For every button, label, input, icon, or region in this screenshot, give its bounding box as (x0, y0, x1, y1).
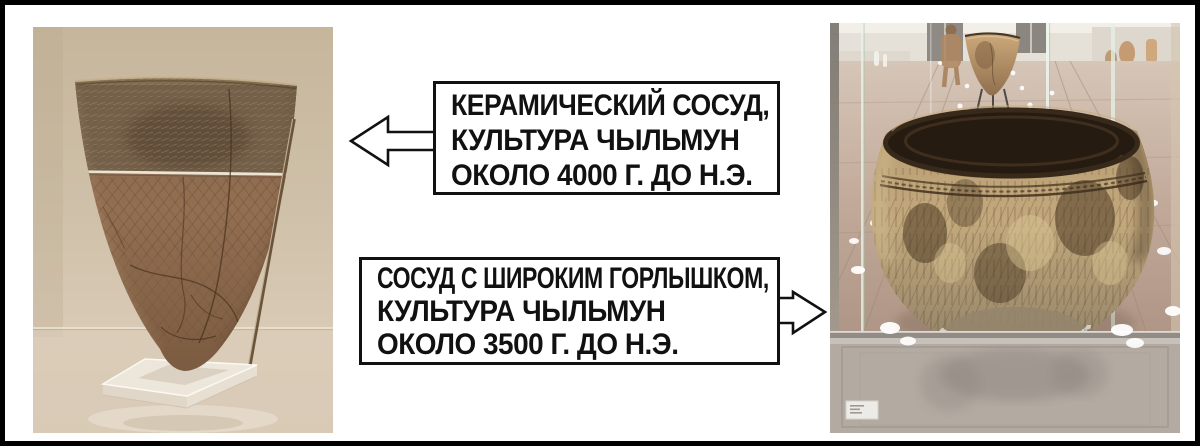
crack-lines (102, 88, 239, 344)
arrow-left-icon (348, 114, 437, 168)
callout-bottom-line-3: ОКОЛО 3500 Г. ДО Н.Э. (377, 328, 679, 361)
wide-mouth-vessel (871, 105, 1155, 375)
callout-top-line-1: КЕРАМИЧЕСКИЙ СОСУД, (451, 89, 770, 122)
restoration-line (75, 170, 297, 176)
arrow-right-icon (773, 289, 828, 336)
exhibit-label-card (845, 400, 879, 420)
spotlight-reflections (874, 51, 1055, 109)
support-rod (248, 118, 296, 365)
callout-top: КЕРАМИЧЕСКИЙ СОСУД, КУЛЬТУРА ЧЫЛЬМУН ОКО… (433, 81, 780, 195)
right-photo-illustration (830, 23, 1180, 433)
right-photo (830, 23, 1180, 433)
callout-bottom: СОСУД С ШИРОКИМ ГОРЛЫШКОМ, КУЛЬТУРА ЧЫЛЬ… (359, 257, 780, 365)
left-photo (33, 27, 333, 433)
case-base-platform (830, 322, 1180, 433)
visitor-figure (941, 24, 961, 88)
acrylic-stand (100, 358, 258, 409)
callout-top-line-2: КУЛЬТУРА ЧЫЛЬМУН (451, 124, 740, 157)
callout-bottom-line-2: КУЛЬТУРА ЧЫЛЬМУН (377, 295, 666, 328)
callout-bottom-line-1: СОСУД С ШИРОКИМ ГОРЛЫШКОМ, (377, 262, 769, 295)
left-photo-illustration (33, 27, 333, 433)
callout-top-line-3: ОКОЛО 4000 Г. ДО Н.Э. (451, 159, 753, 192)
